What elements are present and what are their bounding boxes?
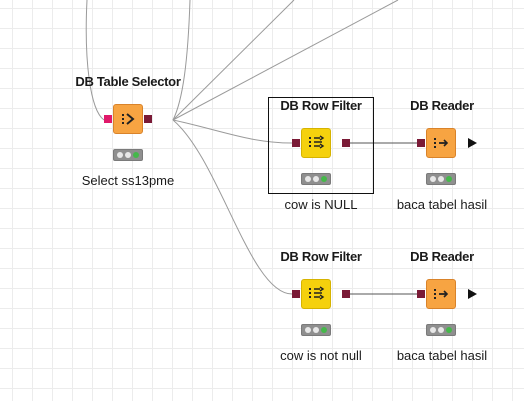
output-port[interactable] xyxy=(144,115,152,123)
input-port[interactable] xyxy=(292,290,300,298)
connection-upstream-right xyxy=(172,0,191,121)
node-annotation[interactable]: baca tabel hasil xyxy=(396,197,488,212)
input-port[interactable] xyxy=(417,139,425,147)
node-db-row-filter-1[interactable]: DB Row Filter cow is NULL xyxy=(256,96,386,216)
node-status-indicator xyxy=(301,173,331,185)
input-port[interactable] xyxy=(104,115,112,123)
output-port[interactable] xyxy=(342,139,350,147)
connection-selector-to-filter-1[interactable] xyxy=(172,119,293,144)
node-db-reader-1[interactable]: DB Reader baca tabel hasil xyxy=(377,96,507,216)
node-annotation[interactable]: cow is NULL xyxy=(284,197,358,212)
db-reader-icon[interactable] xyxy=(426,279,456,309)
node-title[interactable]: DB Row Filter xyxy=(280,98,362,113)
db-reader-icon[interactable] xyxy=(426,128,456,158)
node-title[interactable]: DB Table Selector xyxy=(75,74,181,89)
connection-upstream-diag-2 xyxy=(172,0,399,121)
input-port[interactable] xyxy=(292,139,300,147)
node-db-table-selector[interactable]: DB Table Selector Select ss13pme xyxy=(63,72,193,192)
node-annotation[interactable]: Select ss13pme xyxy=(81,173,175,188)
db-table-selector-icon[interactable] xyxy=(113,104,143,134)
node-db-row-filter-2[interactable]: DB Row Filter cow is not null xyxy=(256,247,386,367)
node-status-indicator xyxy=(301,324,331,336)
output-port[interactable] xyxy=(342,290,350,298)
db-row-filter-icon[interactable] xyxy=(301,128,331,158)
node-annotation[interactable]: baca tabel hasil xyxy=(396,348,488,363)
node-title[interactable]: DB Row Filter xyxy=(280,249,362,264)
node-annotation[interactable]: cow is not null xyxy=(280,348,362,363)
input-port[interactable] xyxy=(417,290,425,298)
connection-upstream-left xyxy=(85,0,105,121)
node-db-reader-2[interactable]: DB Reader baca tabel hasil xyxy=(377,247,507,367)
output-port[interactable] xyxy=(468,138,477,148)
node-status-indicator xyxy=(426,324,456,336)
node-status-indicator xyxy=(113,149,143,161)
node-title[interactable]: DB Reader xyxy=(410,249,474,264)
connection-upstream-diag-1 xyxy=(172,0,295,121)
node-title[interactable]: DB Reader xyxy=(410,98,474,113)
db-row-filter-icon[interactable] xyxy=(301,279,331,309)
connection-selector-to-filter-2[interactable] xyxy=(172,119,293,295)
node-selection-box xyxy=(268,97,374,194)
node-status-indicator xyxy=(426,173,456,185)
output-port[interactable] xyxy=(468,289,477,299)
